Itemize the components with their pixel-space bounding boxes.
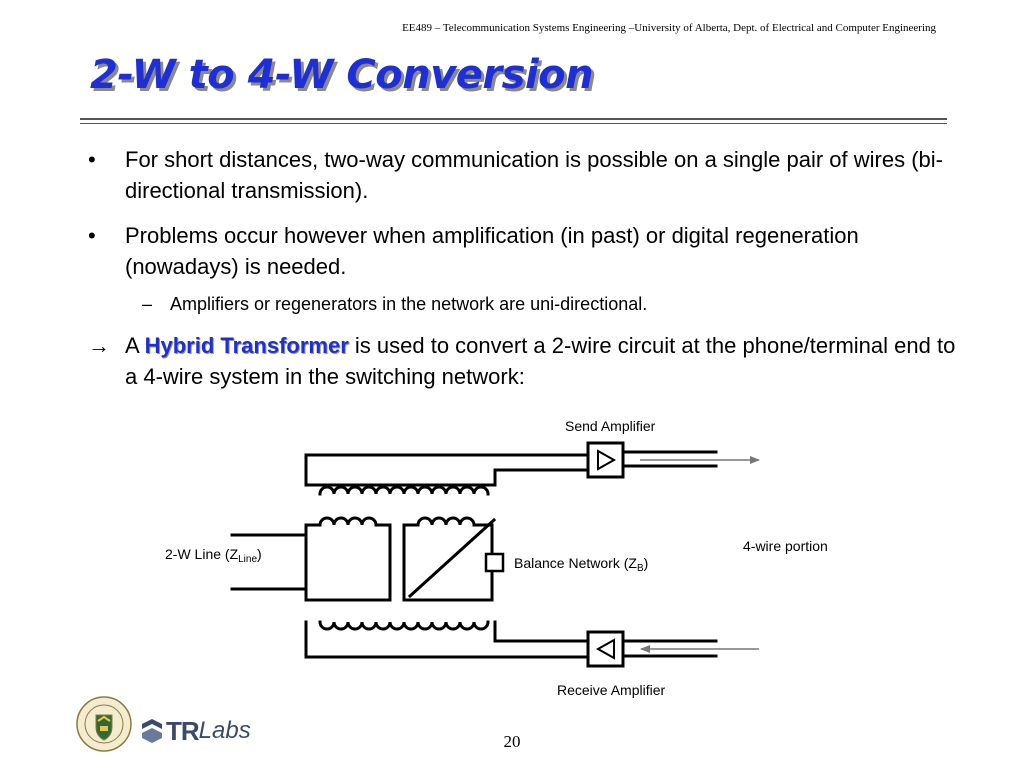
bullet-text: Problems occur however when amplificatio… bbox=[125, 223, 859, 279]
hybrid-transformer-term: Hybrid Transformer bbox=[144, 333, 349, 358]
hybrid-diagonal bbox=[407, 517, 497, 599]
line-label-close: ) bbox=[257, 546, 262, 562]
header-course-line: EE489 – Telecommunication Systems Engine… bbox=[402, 22, 936, 34]
trlabs-tr-text: TR bbox=[166, 715, 200, 746]
bullet-mark: • bbox=[88, 147, 96, 172]
right-upper-coil bbox=[416, 516, 476, 527]
receive-amplifier-triangle-icon bbox=[595, 638, 615, 660]
send-amplifier-triangle-icon bbox=[597, 449, 617, 471]
page-number: 20 bbox=[503, 732, 521, 751]
trlabs-labs-text: Labs bbox=[198, 717, 251, 744]
bottom-coil bbox=[318, 620, 490, 631]
bullet-item: • For short distances, two-way communica… bbox=[88, 144, 968, 206]
sub-bullet-text: Amplifiers or regenerators in the networ… bbox=[170, 294, 648, 314]
dash-mark: – bbox=[142, 294, 153, 314]
balance-network-label: Balance Network (ZB) bbox=[514, 555, 649, 574]
conclusion-prefix: A bbox=[125, 333, 139, 358]
right-hybrid-loop bbox=[402, 523, 494, 602]
balance-label-subscript: B bbox=[636, 563, 644, 574]
trlabs-logo: TR Labs bbox=[140, 714, 251, 748]
receive-wire-inner bbox=[493, 620, 590, 643]
conclusion-line: → A Hybrid Transformer is used to conver… bbox=[88, 330, 968, 392]
trlabs-logo-icon bbox=[142, 719, 162, 743]
title-rule-thick bbox=[80, 118, 947, 120]
line-label-subscript: Line bbox=[238, 554, 258, 565]
slide-content: • For short distances, two-way communica… bbox=[88, 144, 968, 392]
four-wire-portion-label: 4-wire portion bbox=[743, 538, 828, 554]
left-hybrid-loop bbox=[304, 523, 392, 602]
title-rule-thin bbox=[80, 123, 947, 124]
university-seal-logo bbox=[76, 696, 132, 752]
right-arrow-icon: → bbox=[88, 333, 110, 358]
send-amplifier-label: Send Amplifier bbox=[565, 418, 656, 434]
receive-amplifier-label: Receive Amplifier bbox=[557, 682, 666, 698]
receive-amplifier bbox=[586, 630, 625, 668]
bullet-text: For short distances, two-way communicati… bbox=[125, 147, 943, 203]
send-amplifier bbox=[586, 441, 625, 479]
send-wire-outer bbox=[304, 453, 590, 487]
bullet-item: • Problems occur however when amplificat… bbox=[88, 220, 968, 282]
sub-bullet-item: – Amplifiers or regenerators in the netw… bbox=[88, 292, 968, 316]
balance-label-close: ) bbox=[643, 555, 649, 571]
slide-title: 2-W to 4-W Conversion bbox=[90, 52, 594, 98]
two-wire-line-label: 2-W Line (ZLine) bbox=[165, 546, 262, 565]
conclusion-text: is used to convert a 2-wire circuit at t… bbox=[125, 333, 956, 389]
receive-wire-outer bbox=[304, 620, 590, 659]
bullet-mark: • bbox=[88, 223, 96, 248]
balance-label-text: Balance Network (Z bbox=[514, 555, 637, 571]
top-coil bbox=[318, 485, 490, 496]
left-upper-coil bbox=[318, 516, 378, 527]
line-label-text: 2-W Line (Z bbox=[165, 546, 239, 562]
balance-network bbox=[484, 552, 505, 573]
